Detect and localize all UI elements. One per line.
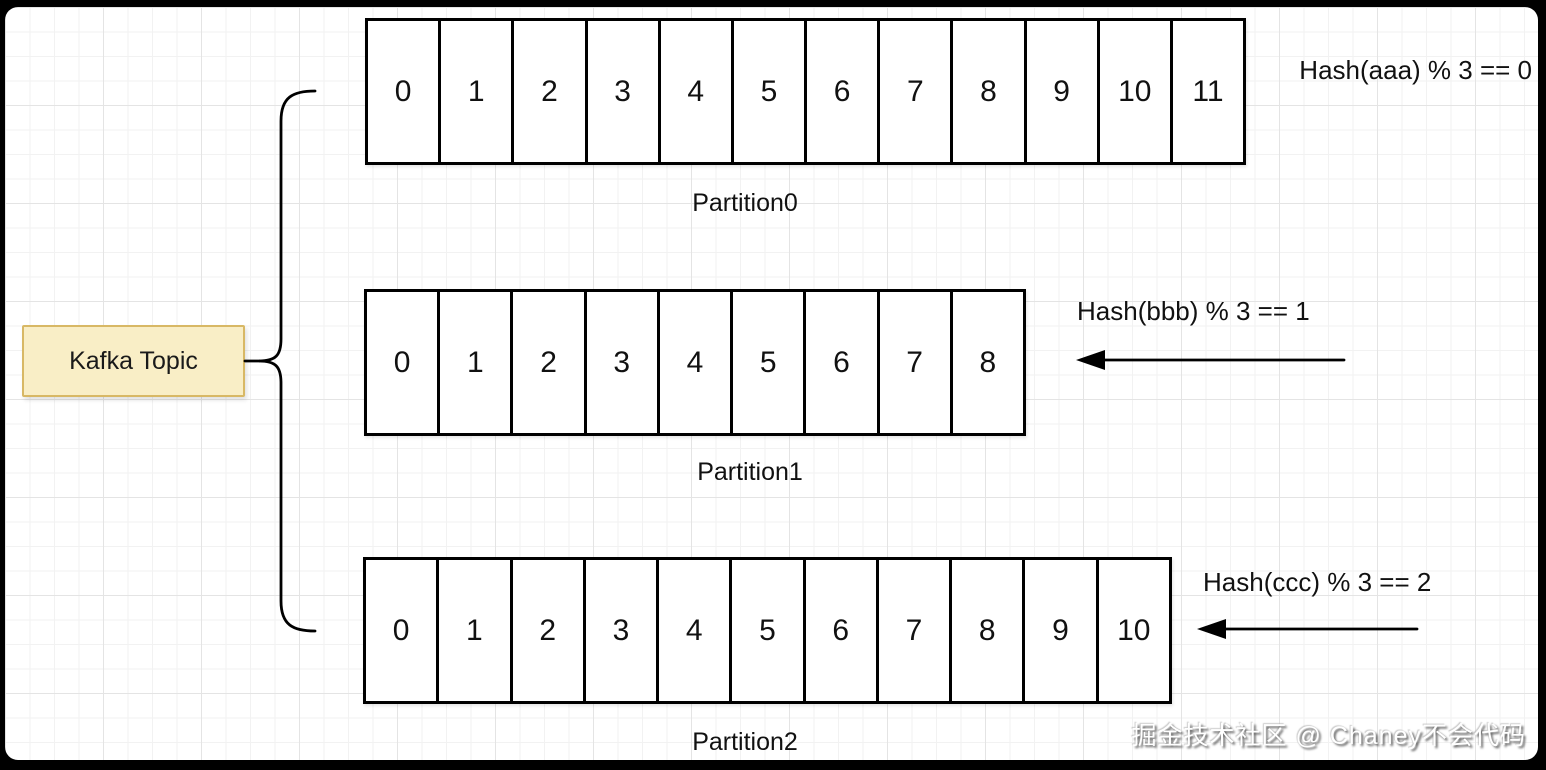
partition-cell: 5 [732,560,806,701]
partition-cell: 7 [880,21,954,162]
partition0-row: 0 1 2 3 4 5 6 7 8 9 10 11 [365,18,1246,165]
partition-cell: 0 [367,292,441,433]
partition-cell: 3 [587,21,661,162]
partition2-row: 0 1 2 3 4 5 6 7 8 9 10 [363,557,1172,704]
curly-brace [258,89,317,633]
partition-cell: 2 [513,292,587,433]
partition-cell: 10 [1098,560,1169,701]
partition-cell: 6 [806,292,880,433]
kafka-topic-label: Kafka Topic [69,346,198,375]
hash-annotation-ccc: Hash(ccc) % 3 == 2 [1203,567,1432,597]
partition-cell: 8 [952,292,1023,433]
partition-cell: 7 [879,292,953,433]
partition-cell: 11 [1172,21,1244,162]
partition-cell: 5 [733,21,808,162]
partition-cell: 10 [1099,21,1173,162]
partition-cell: 9 [1026,21,1100,162]
partition-cell: 2 [512,560,586,701]
partition-cell: 0 [368,21,442,162]
arrow-ccc-head [1197,619,1226,639]
partition-cell: 1 [439,560,513,701]
arrow-bbb-head [1076,350,1105,370]
partition-cell: 4 [659,292,734,433]
partition-cell: 3 [586,292,660,433]
hash-annotation-bbb: Hash(bbb) % 3 == 1 [1077,296,1310,326]
partition-cell: 1 [440,292,514,433]
partition2-label: Partition2 [692,728,798,756]
partition1-label: Partition1 [697,458,803,486]
kafka-topic-node: Kafka Topic [22,325,245,397]
diagram-canvas: Kafka Topic 0 1 2 3 4 5 6 7 8 9 10 11 Pa… [5,7,1538,760]
watermark-text: 掘金技术社区 @ Chaney不会代码 [1131,722,1526,750]
partition-cell: 4 [659,560,733,701]
partition-cell: 8 [953,21,1027,162]
partition-cell: 9 [1025,560,1099,701]
partition0-label: Partition0 [692,189,798,217]
partition-cell: 7 [878,560,953,701]
partition-cell: 5 [733,292,807,433]
partition-cell: 3 [585,560,660,701]
partition-cell: 0 [366,560,440,701]
partition-cell: 4 [660,21,734,162]
partition-cell: 6 [805,560,879,701]
partition-cell: 8 [952,560,1026,701]
partition-cell: 1 [441,21,515,162]
hash-annotation-aaa: Hash(aaa) % 3 == 0 [1299,55,1532,85]
partition-cell: 2 [514,21,588,162]
partition1-row: 0 1 2 3 4 5 6 7 8 [364,289,1026,436]
partition-cell: 6 [807,21,881,162]
